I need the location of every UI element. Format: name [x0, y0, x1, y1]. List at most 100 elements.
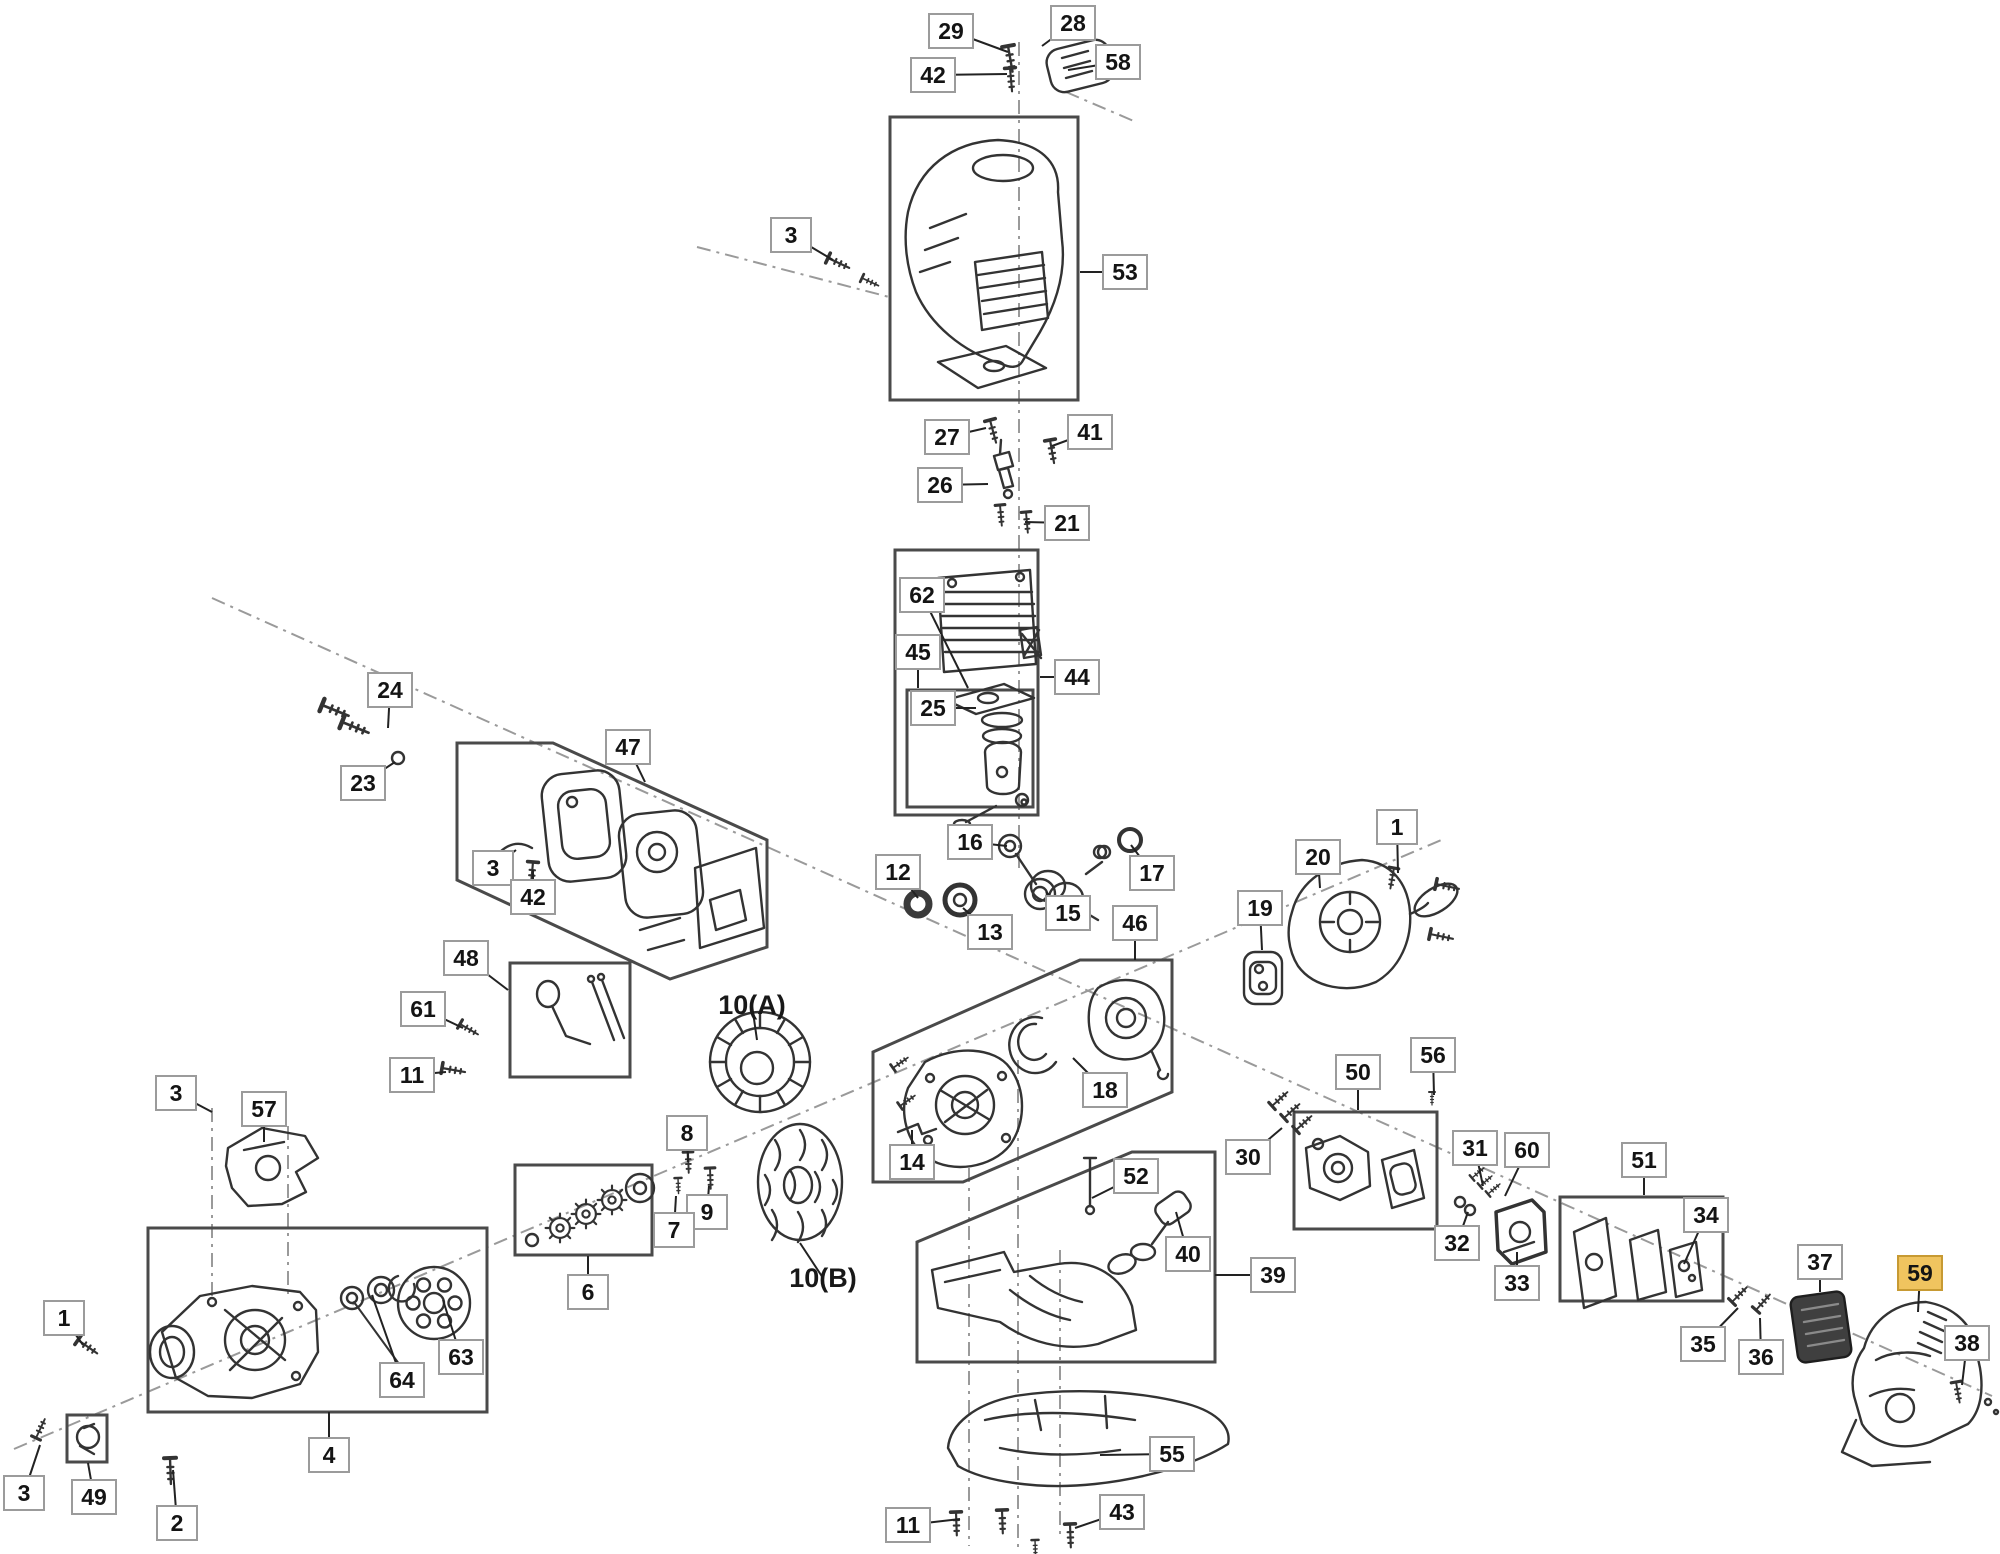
part-label-52[interactable]: 52: [1091, 1158, 1159, 1199]
part-label-2[interactable]: 2: [156, 1469, 198, 1541]
label-text: 15: [1055, 900, 1081, 926]
label-box: [1683, 1197, 1729, 1233]
part-label-20[interactable]: 20: [1295, 839, 1341, 889]
part-label-40[interactable]: 40: [1165, 1211, 1211, 1272]
assembly-box-48: [508, 961, 632, 1079]
part-label-53[interactable]: 53: [1080, 254, 1148, 290]
part-label-6[interactable]: 6: [567, 1256, 609, 1310]
part-label-23[interactable]: 23: [340, 761, 396, 801]
part-label-19[interactable]: 19: [1237, 890, 1283, 951]
part-drawings: [30, 38, 2000, 1554]
label-box: [1044, 505, 1090, 541]
part-label-43[interactable]: 43: [1074, 1494, 1145, 1530]
part-label-61[interactable]: 61: [400, 991, 464, 1029]
label-text: 1: [1391, 814, 1404, 840]
part-label-1-clutch[interactable]: 1: [43, 1300, 85, 1346]
part-label-14[interactable]: 14: [889, 1130, 935, 1180]
part-label-32[interactable]: 32: [1434, 1211, 1480, 1261]
part-label-10A[interactable]: 10(A): [718, 990, 786, 1041]
part-label-44[interactable]: 44: [1040, 659, 1100, 695]
part-label-3-bottom[interactable]: 3: [3, 1444, 45, 1511]
part-label-13[interactable]: 13: [962, 907, 1013, 950]
part-label-26[interactable]: 26: [917, 467, 989, 503]
part-label-47[interactable]: 47: [605, 729, 651, 783]
assembly-box-51: [1558, 1195, 1725, 1303]
part-label-30[interactable]: 30: [1225, 1127, 1283, 1175]
part-label-34[interactable]: 34: [1683, 1197, 1729, 1265]
label-box: [895, 634, 941, 670]
part-label-16[interactable]: 16: [947, 824, 1008, 860]
part-label-3-top[interactable]: 3: [770, 217, 834, 261]
label-text: 3: [487, 855, 500, 881]
part-label-60[interactable]: 60: [1504, 1132, 1550, 1197]
label-box: [899, 577, 945, 613]
part-heat-shield: [224, 1126, 320, 1208]
part-label-12[interactable]: 12: [875, 854, 921, 899]
part-label-48[interactable]: 48: [443, 940, 509, 991]
part-fan-wheel-10B: [756, 1122, 844, 1244]
part-label-7[interactable]: 7: [653, 1195, 695, 1248]
part-label-24[interactable]: 24: [367, 672, 413, 729]
part-label-42-muffler[interactable]: 42: [510, 870, 556, 915]
part-label-37[interactable]: 37: [1797, 1244, 1843, 1292]
part-label-58[interactable]: 58: [1067, 44, 1141, 80]
part-label-1-starter[interactable]: 1: [1376, 809, 1418, 874]
part-plates-51: [1572, 1216, 1704, 1310]
label-box: [155, 1075, 197, 1111]
part-label-41[interactable]: 41: [1051, 414, 1113, 450]
label-text: 2: [171, 1510, 184, 1536]
part-label-25[interactable]: 25: [910, 690, 976, 726]
part-label-15[interactable]: 15: [1045, 891, 1091, 931]
part-label-38[interactable]: 38: [1944, 1325, 1990, 1386]
part-label-4[interactable]: 4: [308, 1412, 350, 1473]
part-label-36[interactable]: 36: [1738, 1317, 1784, 1375]
part-label-18[interactable]: 18: [1072, 1057, 1128, 1108]
part-label-17[interactable]: 17: [1129, 844, 1175, 891]
label-box: [1237, 890, 1283, 926]
part-label-51[interactable]: 51: [1621, 1142, 1667, 1195]
label-box: [1054, 659, 1100, 695]
part-label-64[interactable]: 64: [371, 1294, 425, 1398]
part-label-59[interactable]: 59: [1897, 1255, 1943, 1313]
part-label-50[interactable]: 50: [1335, 1054, 1381, 1110]
part-washer-12: [903, 889, 933, 919]
label-box: [1112, 905, 1158, 941]
part-element-37: [1789, 1290, 1853, 1364]
label-box: [1067, 414, 1113, 450]
part-label-8[interactable]: 8: [666, 1115, 708, 1163]
part-spark-plug: [992, 438, 1015, 500]
part-label-3-shield[interactable]: 3: [155, 1075, 213, 1113]
label-text: 43: [1109, 1499, 1135, 1525]
part-label-55[interactable]: 55: [1099, 1436, 1195, 1472]
part-top-cover: [904, 138, 1064, 390]
part-label-11-bottom[interactable]: 11: [885, 1507, 961, 1543]
assembly-boxes: [65, 115, 1725, 1464]
label-box: [1335, 1054, 1381, 1090]
part-label-56[interactable]: 56: [1410, 1037, 1456, 1096]
part-label-29[interactable]: 29: [928, 13, 1009, 53]
part-label-49[interactable]: 49: [71, 1462, 117, 1515]
part-label-11-left[interactable]: 11: [389, 1057, 447, 1093]
part-label-62[interactable]: 62: [899, 577, 969, 689]
part-label-3-muffler[interactable]: 3: [472, 849, 517, 886]
label-text: 26: [927, 472, 953, 498]
label-box: [1225, 1139, 1271, 1175]
part-label-10B[interactable]: 10(B): [789, 1242, 857, 1293]
part-label-63[interactable]: 63: [438, 1299, 484, 1375]
part-label-27[interactable]: 27: [924, 419, 987, 455]
part-label-35[interactable]: 35: [1680, 1307, 1739, 1362]
part-label-28[interactable]: 28: [1041, 5, 1096, 47]
label-text: 41: [1077, 419, 1103, 445]
part-label-42-top[interactable]: 42: [910, 57, 1008, 93]
axis-line-1: [13, 837, 1447, 1450]
part-label-31[interactable]: 31: [1452, 1130, 1498, 1187]
part-label-57[interactable]: 57: [241, 1091, 287, 1142]
label-box: [379, 1362, 425, 1398]
part-label-39[interactable]: 39: [1215, 1257, 1296, 1293]
part-label-21[interactable]: 21: [1024, 505, 1090, 541]
leader-line: [751, 1004, 758, 1041]
part-label-46[interactable]: 46: [1112, 905, 1158, 960]
part-gearbox-housing: [148, 1284, 320, 1400]
part-label-45[interactable]: 45: [895, 634, 941, 688]
part-label-33[interactable]: 33: [1494, 1252, 1540, 1301]
